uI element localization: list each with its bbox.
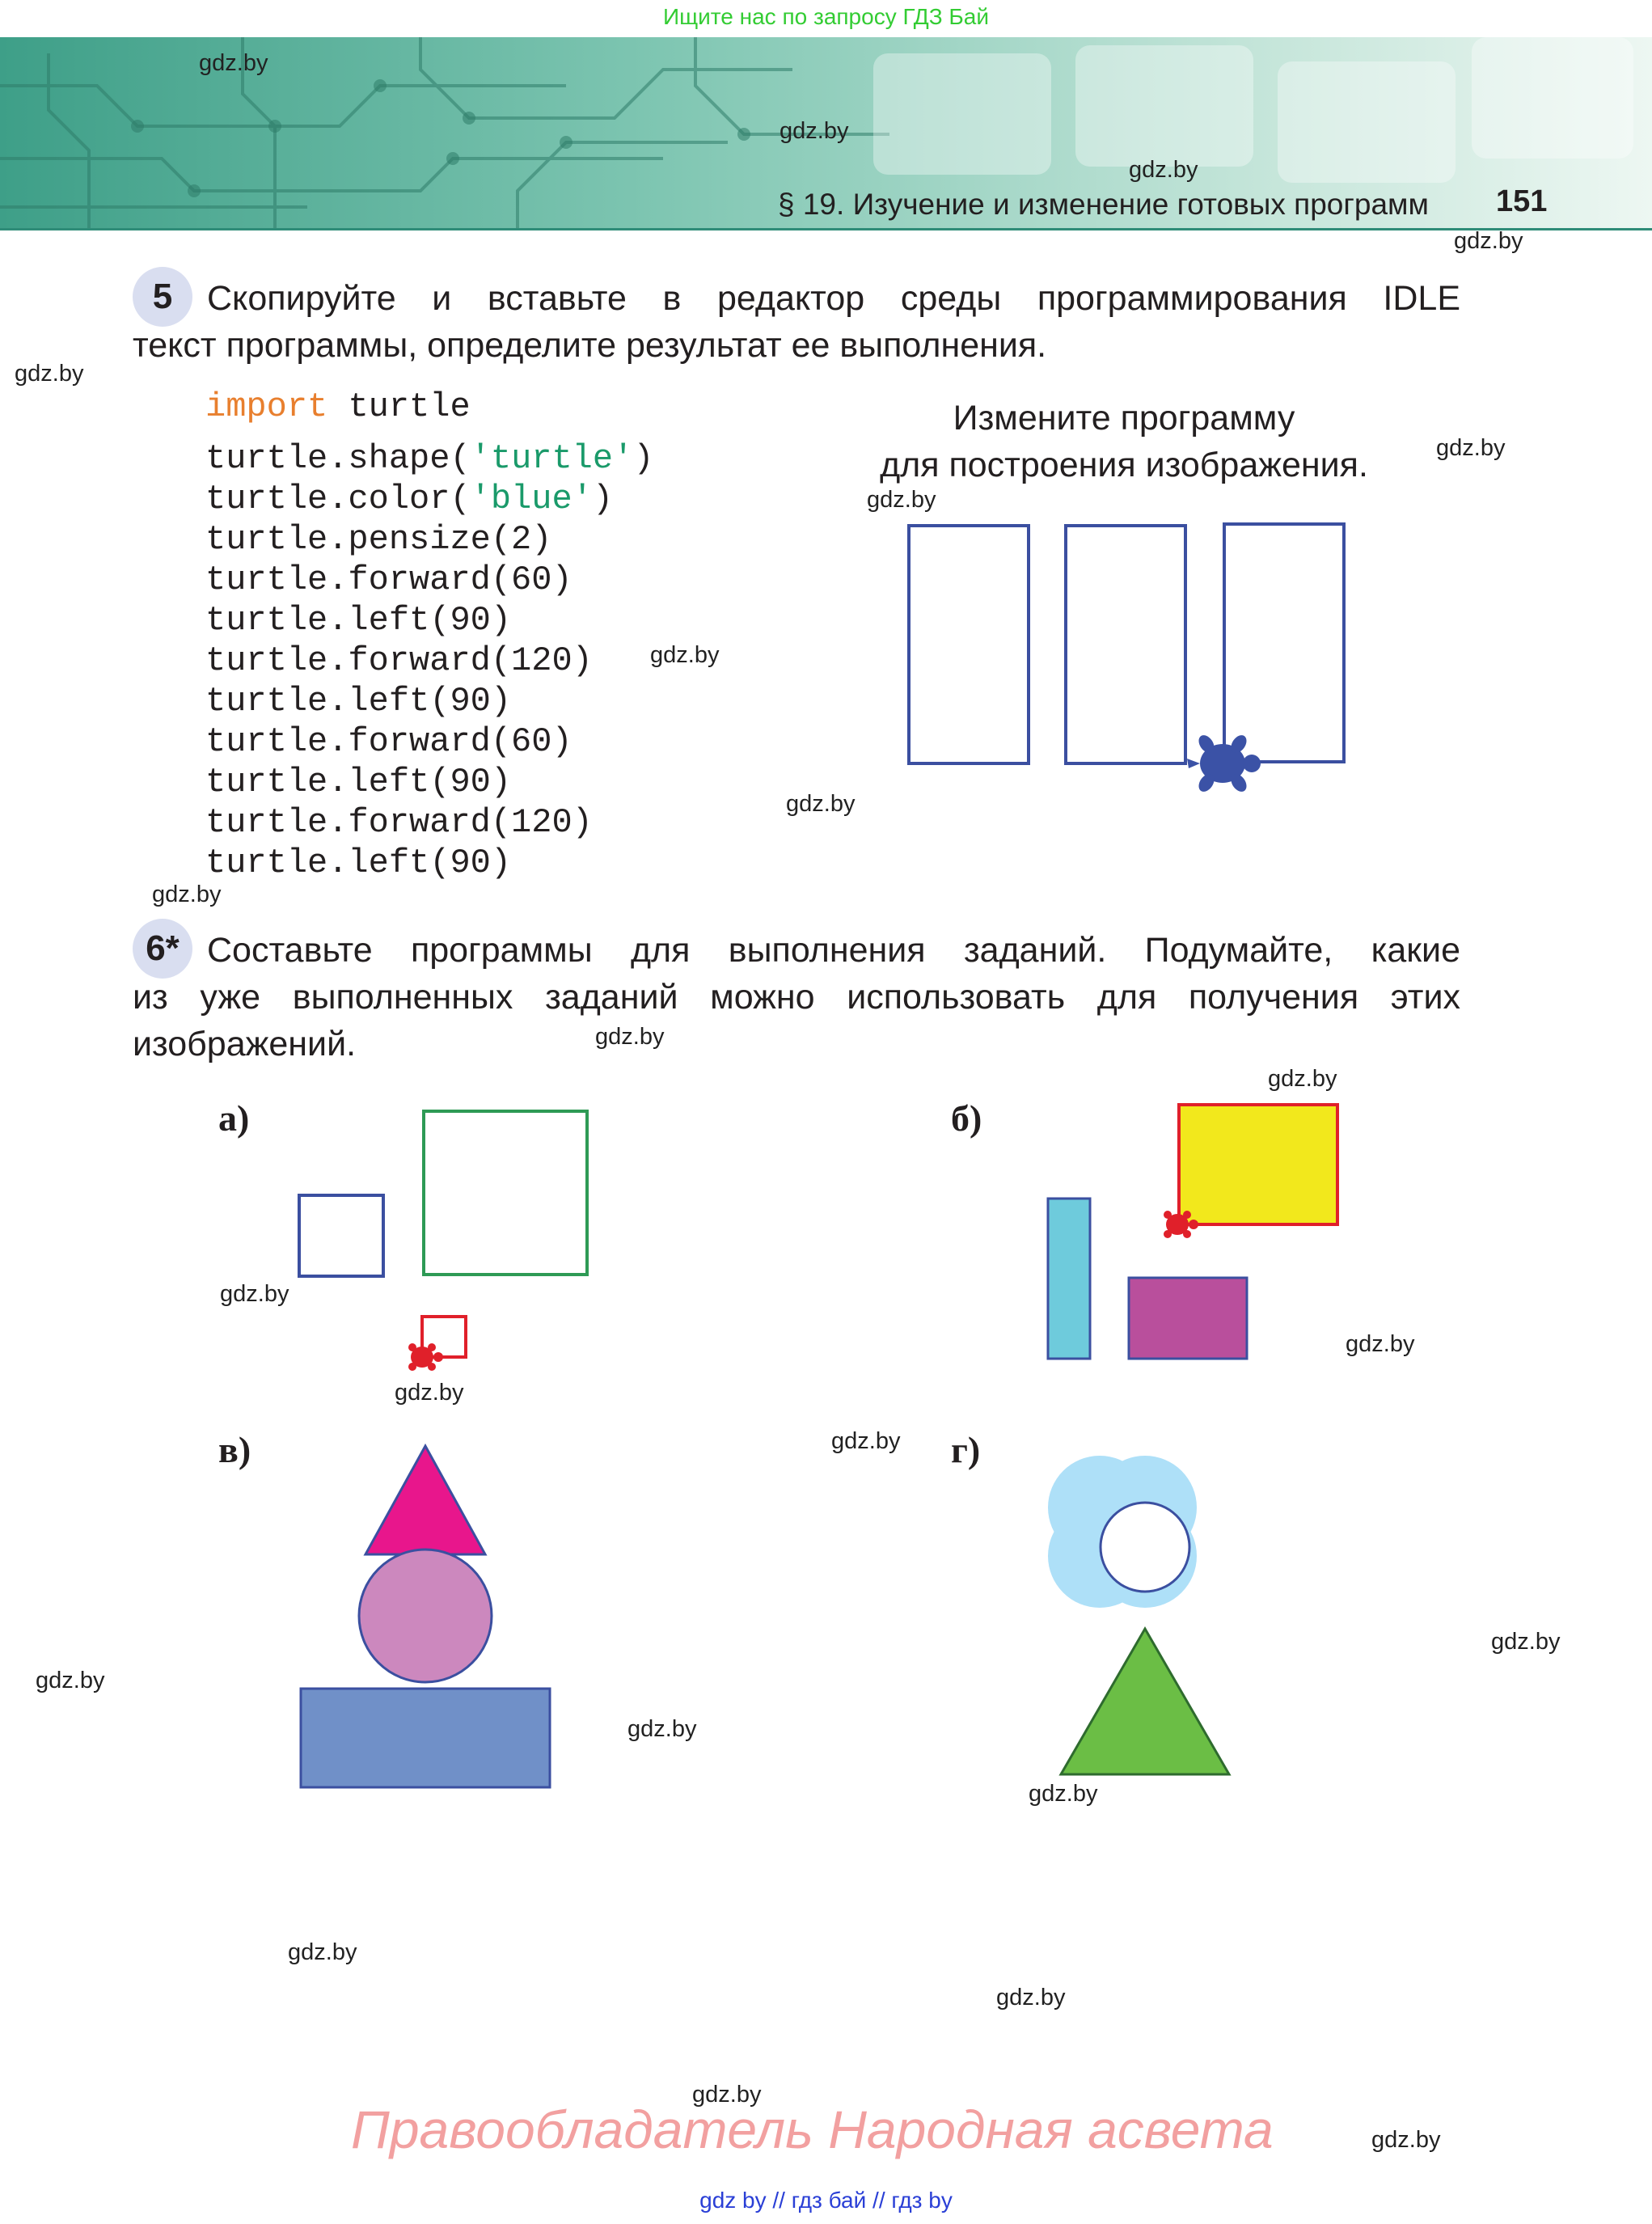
- task-number-badge: 5: [133, 267, 192, 327]
- purple-rectangle: [1127, 1276, 1249, 1360]
- cyan-rectangle: [1046, 1197, 1092, 1360]
- task-number-badge: 6*: [133, 919, 192, 979]
- watermark: gdz.by: [1454, 228, 1523, 254]
- code-text: ): [592, 480, 614, 518]
- watermark: gdz.by: [650, 642, 720, 668]
- code-line: import turtle: [205, 387, 654, 427]
- label-g: г): [951, 1429, 981, 1470]
- watermark: gdz.by: [692, 2082, 762, 2108]
- task6-line-1: Составьте программы для выполнения задан…: [207, 927, 1460, 974]
- magenta-triangle: [363, 1443, 488, 1556]
- modify-instruction: Измените программу для построения изобра…: [841, 395, 1407, 488]
- watermark: gdz.by: [867, 487, 936, 513]
- figure-v: [299, 1443, 551, 1789]
- watermark: gdz.by: [595, 1024, 665, 1050]
- watermark: gdz.by: [1268, 1066, 1337, 1092]
- task6-line-3: изображений.: [133, 1021, 1460, 1068]
- code-line: turtle.forward(120): [205, 803, 593, 842]
- figure-b: [1046, 1103, 1339, 1360]
- circuit-pattern-image: [0, 37, 1633, 230]
- code-string: 'turtle': [470, 439, 634, 478]
- task5-line-2: текст программы, определите результат ее…: [133, 322, 1460, 369]
- red-square: [420, 1315, 467, 1359]
- watermark: gdz.by: [1371, 2127, 1441, 2153]
- watermark: gdz.by: [220, 1281, 289, 1307]
- yellow-rectangle: [1177, 1103, 1339, 1226]
- turtle-icon: [408, 1343, 443, 1371]
- pink-circle: [357, 1548, 493, 1684]
- green-square: [422, 1110, 589, 1276]
- watermark: gdz.by: [786, 791, 856, 817]
- code-line: turtle.left(90): [205, 763, 512, 801]
- modify-line: для построения изображения.: [880, 446, 1368, 484]
- watermark: gdz.by: [1491, 1629, 1561, 1655]
- page-number: 151: [1496, 184, 1548, 218]
- watermark: gdz.by: [36, 1668, 105, 1693]
- code-line: turtle.pensize(2): [205, 520, 552, 559]
- steel-blue-rectangle: [299, 1687, 551, 1789]
- top-search-banner[interactable]: Ищите нас по запросу ГДЗ Бай: [662, 4, 990, 29]
- figure-g: [1048, 1456, 1232, 1776]
- task5-line-1: Скопируйте и вставьте в редактор среды п…: [207, 275, 1460, 322]
- section-title: § 19. Изучение и изменение готовых прогр…: [778, 188, 1429, 221]
- code-line: turtle.forward(120): [205, 641, 593, 680]
- code-line: turtle.shape('turtle'): [205, 438, 654, 479]
- code-line: turtle.left(90): [205, 601, 512, 640]
- watermark: gdz.by: [996, 1985, 1066, 2010]
- code-line: turtle.color('blue'): [205, 479, 654, 519]
- watermark: gdz.by: [1129, 157, 1198, 183]
- watermark: gdz.by: [15, 361, 84, 387]
- copyright-notice: Правообладатель Народная асвета: [351, 2099, 1274, 2159]
- code-text: turtle.shape(: [205, 439, 471, 478]
- code-line: turtle.left(90): [205, 682, 512, 721]
- blue-square: [298, 1194, 385, 1278]
- modify-line: Измените программу: [953, 399, 1295, 438]
- label-b: б): [951, 1097, 982, 1139]
- watermark: gdz.by: [627, 1716, 697, 1742]
- turtle-icon: [1164, 1211, 1198, 1238]
- watermark: gdz.by: [1029, 1781, 1098, 1807]
- watermark: gdz.by: [831, 1428, 901, 1454]
- footer-links[interactable]: gdz by // гдз бай // гдз by: [699, 2188, 953, 2213]
- header-divider: [0, 228, 1652, 230]
- green-triangle: [1058, 1626, 1232, 1776]
- task6-text-line: Составьте программы для выполнения задан…: [207, 931, 1460, 970]
- watermark: gdz.by: [1436, 435, 1506, 461]
- task5-text-line: Скопируйте и вставьте в редактор среды п…: [207, 279, 1460, 318]
- code-text: turtle: [327, 387, 471, 426]
- task6-text-line: изображений.: [133, 1025, 357, 1063]
- code-line: turtle.forward(60): [205, 722, 572, 761]
- watermark: gdz.by: [395, 1380, 464, 1406]
- task6-line-2: из уже выполненных заданий можно использ…: [133, 974, 1460, 1021]
- code-text: turtle.color(: [205, 480, 471, 518]
- code-line: turtle.left(90): [205, 844, 512, 882]
- code-keyword: import: [205, 387, 328, 426]
- watermark: gdz.by: [288, 1939, 357, 1965]
- watermark: gdz.by: [780, 118, 849, 144]
- label-a: а): [218, 1097, 250, 1139]
- code-string: 'blue': [470, 480, 593, 518]
- watermark: gdz.by: [199, 50, 268, 76]
- watermark: gdz.by: [152, 882, 222, 907]
- white-circle: [1099, 1501, 1191, 1593]
- task5-text-line: текст программы, определите результат ее…: [133, 326, 1047, 365]
- code-text: ): [633, 439, 654, 478]
- watermark: gdz.by: [1346, 1331, 1415, 1357]
- code-listing: import turtle turtle.shape('turtle') tur…: [205, 387, 654, 883]
- label-v: в): [218, 1429, 251, 1470]
- code-line: turtle.forward(60): [205, 560, 572, 599]
- rectangle-2: [1064, 524, 1187, 765]
- turtle-icon: [1187, 735, 1261, 792]
- task5-figure: [907, 522, 1346, 792]
- figure-a: [298, 1110, 589, 1371]
- header-circuit-band: [0, 37, 1652, 230]
- rectangle-3: [1223, 522, 1346, 763]
- rectangle-1: [907, 524, 1030, 765]
- task6-text-line: из уже выполненных заданий можно использ…: [133, 978, 1460, 1017]
